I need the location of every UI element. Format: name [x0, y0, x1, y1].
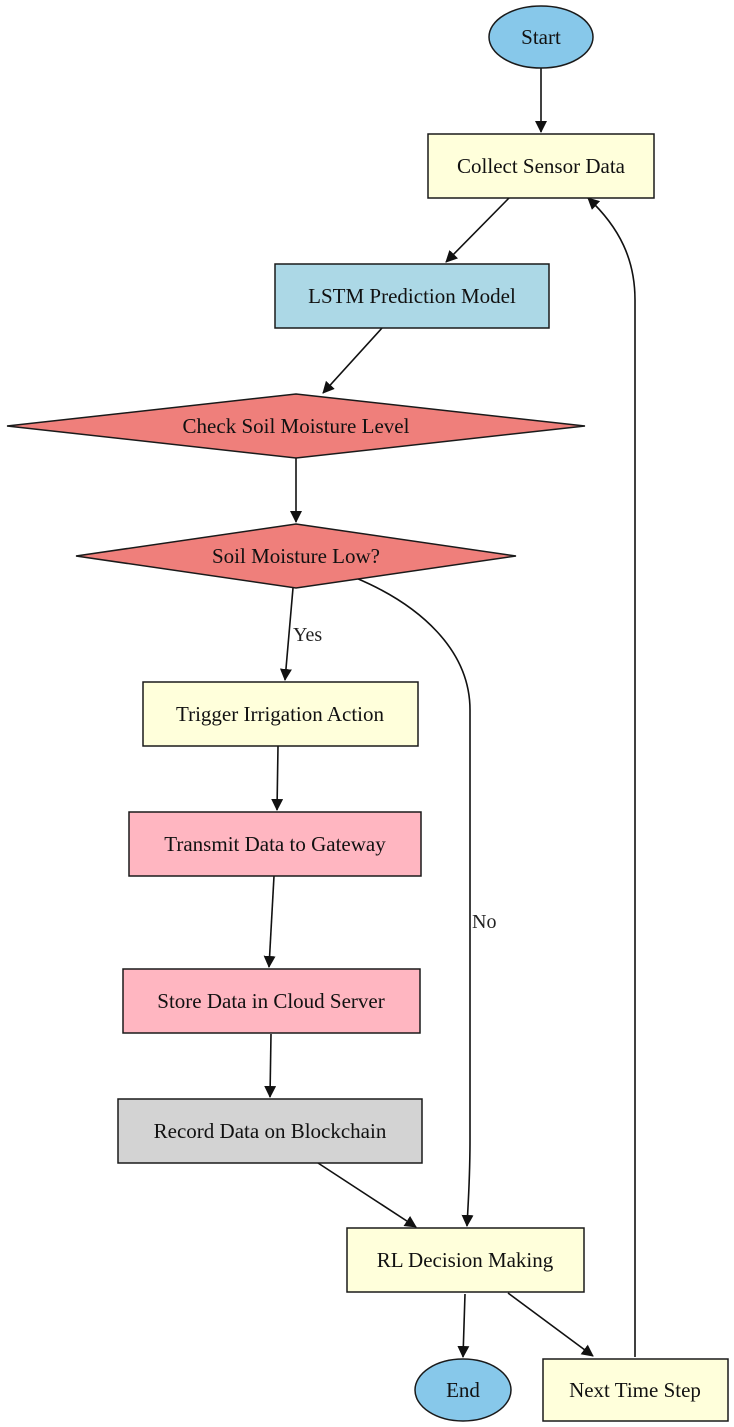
collect-box — [427, 133, 655, 199]
next-box — [542, 1358, 729, 1422]
edges — [263, 68, 636, 1358]
node-check-soil-moisture-level: Check Soil Moisture Level — [6, 393, 586, 459]
rl-label: RL Decision Making — [377, 1248, 554, 1272]
start-ellipse — [488, 5, 594, 69]
check-label: Check Soil Moisture Level — [183, 414, 410, 438]
node-collect-sensor-data: Collect Sensor Data — [427, 133, 655, 199]
node-soil-moisture-low: Soil Moisture Low? — [75, 523, 517, 589]
collect-label: Collect Sensor Data — [457, 154, 626, 178]
end-label: End — [446, 1378, 480, 1402]
edge-low-rl — [355, 577, 474, 1227]
node-lstm-prediction-model: LSTM Prediction Model — [274, 263, 550, 329]
edge-rl-end — [457, 1293, 470, 1358]
edge-record-rl — [317, 1162, 417, 1228]
node-start: Start — [488, 5, 594, 69]
rl-box — [346, 1227, 585, 1293]
store-label: Store Data in Cloud Server — [157, 989, 384, 1013]
edge-store-record — [264, 1033, 277, 1098]
next-label: Next Time Step — [569, 1378, 701, 1402]
trigger-box — [142, 681, 419, 747]
transmit-label: Transmit Data to Gateway — [164, 832, 386, 856]
node-trigger-irrigation-action: Trigger Irrigation Action — [142, 681, 419, 747]
low-diamond — [75, 523, 517, 589]
edge-collect-lstm — [445, 197, 510, 263]
node-end: End — [414, 1358, 512, 1422]
node-rl-decision-making: RL Decision Making — [346, 1227, 585, 1293]
low-label: Soil Moisture Low? — [212, 544, 380, 568]
record-box — [117, 1098, 423, 1164]
node-transmit-data-to-gateway: Transmit Data to Gateway — [128, 811, 422, 877]
lstm-label: LSTM Prediction Model — [308, 284, 516, 308]
store-box — [122, 968, 421, 1034]
trigger-label: Trigger Irrigation Action — [176, 702, 385, 726]
lstm-box — [274, 263, 550, 329]
node-record-data-on-blockchain: Record Data on Blockchain — [117, 1098, 423, 1164]
end-ellipse — [414, 1358, 512, 1422]
node-next-time-step: Next Time Step — [542, 1358, 729, 1422]
edge-label-no: No — [472, 911, 496, 933]
edge-lstm-check — [322, 327, 383, 394]
edge-transmit-store — [263, 875, 276, 968]
edge-rl-next — [507, 1292, 594, 1357]
edge-trigger-transmit — [271, 745, 284, 811]
transmit-box — [128, 811, 422, 877]
node-store-data-in-cloud-server: Store Data in Cloud Server — [122, 968, 421, 1034]
record-label: Record Data on Blockchain — [154, 1119, 387, 1143]
edge-next-collect — [587, 197, 636, 1357]
edge-label-yes: Yes — [293, 624, 322, 646]
start-label: Start — [521, 25, 561, 49]
check-diamond — [6, 393, 586, 459]
edge-low-trigger — [279, 587, 294, 681]
